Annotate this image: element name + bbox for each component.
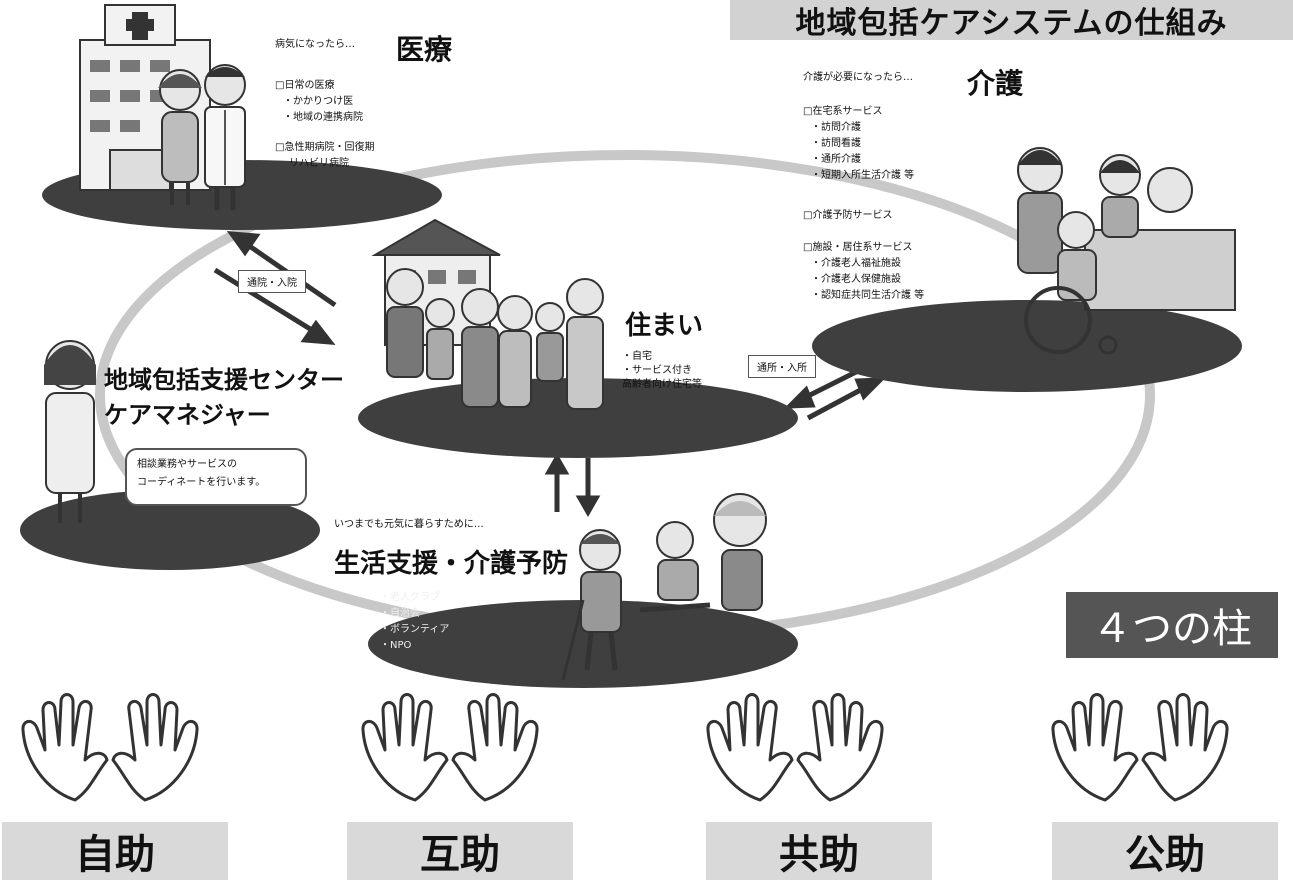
medical-item: リハビリ病院 [289, 158, 349, 169]
right-arrows [783, 367, 887, 421]
pillar-mutual-help: 互助 [347, 822, 573, 880]
housing-item: ・自宅 [622, 351, 652, 362]
pillar-public-help: 公助 [1052, 822, 1278, 880]
medical-item: □日常の医療 [275, 80, 335, 91]
support-heading: 生活支援・介護予防 [334, 549, 569, 579]
care-heading: 介護 [967, 67, 1024, 100]
hands-icon [21, 693, 199, 802]
balloon-line: 相談業務やサービスの [137, 459, 237, 470]
doctor-icon [204, 64, 246, 210]
center-line1: 地域包括支援センター [104, 366, 344, 394]
medical-heading: 医療 [396, 33, 453, 66]
page-title: 地域包括ケアシステムの仕組み [730, 0, 1293, 41]
care-item: ・介護老人保健施設 [811, 274, 901, 285]
hands-row [21, 693, 1229, 802]
wheelchair-icon [1024, 211, 1118, 355]
nurse-icon [158, 69, 202, 205]
pillars-title: ４つの柱 [1066, 592, 1278, 658]
care-item: ・通所介護 [811, 154, 861, 165]
care-item: ・短期入所生活介護 等 [811, 170, 915, 181]
support-item: ・自治会 [380, 608, 420, 619]
housing-item: 高齢者向け住宅等 [622, 379, 702, 390]
support-item: ・老人クラブ [380, 592, 440, 603]
support-item: ・NPO [380, 640, 412, 651]
care-list: □在宅系サービス ・訪問介護 ・訪問看護 ・通所介護 ・短期入所生活介護 等 □… [803, 104, 924, 304]
gateball-icon [561, 529, 622, 681]
care-item: □在宅系サービス [803, 106, 883, 117]
hospital-visit-tag: 通院・入院 [238, 270, 306, 293]
pillar-self-help: 自助 [2, 822, 228, 880]
care-manager-icon [44, 340, 96, 523]
support-list: ・老人クラブ ・自治会 ・ボランティア ・NPO [380, 590, 449, 654]
medical-item: ・かかりつけ医 [283, 96, 354, 107]
medical-item: ・地域の連携病院 [283, 112, 363, 123]
medical-list: □日常の医療 ・かかりつけ医 ・地域の連携病院 □急性期病院・回復期 リハビリ病… [275, 78, 374, 172]
center-balloon: 相談業務やサービスの コーディネートを行います。 [125, 448, 307, 506]
vertical-arrows [544, 452, 601, 518]
hands-icon [706, 693, 884, 802]
care-item: ・訪問看護 [811, 138, 861, 149]
support-lead: いつまでも元気に暮らすために… [334, 519, 484, 530]
care-item: ・訪問介護 [811, 122, 861, 133]
housing-item: ・サービス付き [622, 365, 692, 376]
family-icon [386, 268, 604, 410]
exercise-icon [639, 493, 767, 613]
care-item: ・認知症共同生活介護 等 [811, 290, 925, 301]
medical-item: □急性期病院・回復期 [275, 142, 375, 153]
hands-icon [1051, 693, 1229, 802]
housing-list: ・自宅 ・サービス付き 高齢者向け住宅等 [622, 350, 702, 392]
center-line2: ケアマネジャー [104, 401, 271, 429]
support-item: ・ボランティア [380, 624, 450, 635]
housing-heading: 住まい [625, 311, 704, 341]
hospital-icon [79, 4, 211, 191]
balloon-line: コーディネートを行います。 [137, 477, 266, 488]
hands-icon [361, 693, 539, 802]
medical-lead: 病気になったら… [275, 39, 355, 50]
caregiver-icon [1017, 147, 1236, 311]
care-lead: 介護が必要になったら… [803, 72, 913, 83]
care-item: ・介護老人福祉施設 [811, 258, 901, 269]
care-item: □施設・居住系サービス [803, 242, 913, 253]
facility-visit-tag: 通所・入所 [748, 355, 816, 378]
care-item: □介護予防サービス [803, 210, 893, 221]
pillar-shared-help: 共助 [706, 822, 932, 880]
